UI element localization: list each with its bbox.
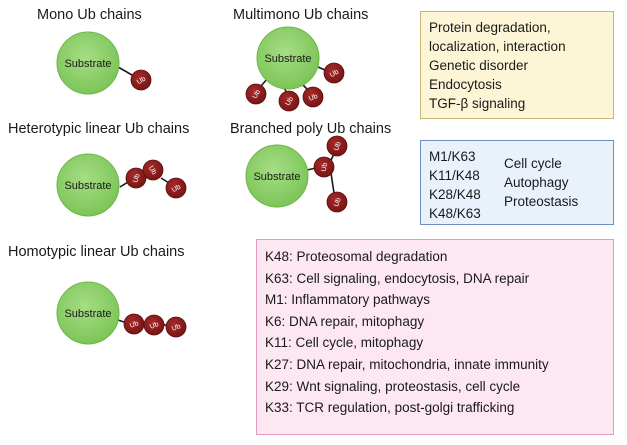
ub-ball — [143, 314, 165, 336]
function-line: TGF-β signaling — [429, 96, 526, 111]
ub-ball — [278, 90, 300, 112]
substrate-label: Substrate — [64, 58, 111, 70]
ub-ball — [165, 177, 187, 199]
ub-ball — [130, 69, 152, 91]
substrate-label: Substrate — [64, 180, 111, 192]
function-line: Protein degradation, — [429, 20, 551, 35]
ub-label: Ub — [333, 141, 343, 152]
ub-balls — [123, 62, 348, 338]
linkage-function-line: K11: Cell cycle, mitophagy — [265, 335, 424, 351]
ub-ball — [165, 316, 187, 338]
ub-ball — [245, 83, 267, 105]
ub-label: Ub — [321, 162, 329, 172]
linkage-function-line: K29: Wnt signaling, proteostasis, cell c… — [265, 378, 521, 394]
ub-ball — [313, 156, 335, 178]
substrate-homotypic — [56, 281, 120, 345]
role-item: Cell cycle — [504, 156, 562, 171]
linkage-function-line: K27: DNA repair, mitochondria, innate im… — [265, 356, 549, 372]
ub-label: Ub — [171, 184, 182, 195]
linkage-function-box: K48: Proteosomal degradation K63: Cell s… — [256, 239, 614, 435]
ub-label: Ub — [171, 323, 182, 333]
ub-ball — [302, 86, 324, 108]
substrate-mono — [56, 31, 120, 95]
linkage-function-line: K6: DNA repair, mitophagy — [265, 313, 425, 329]
title-branched-poly-ub-chains: Branched poly Ub chains — [230, 121, 392, 137]
ub-label: Ub — [308, 93, 319, 103]
title-heterotypic-linear-ub-chains: Heterotypic linear Ub chains — [8, 121, 190, 137]
linkage-function-line: K48: Proteosomal degradation — [265, 249, 448, 264]
ub-label: Ub — [136, 76, 147, 87]
ub-label: Ub — [129, 320, 140, 330]
ub-label: Ub — [329, 69, 340, 80]
mixed-linkage-box: M1/K63 K11/K48 K28/K48 K48/K63 Cell cycl… — [420, 140, 614, 225]
ub-label: Ub — [252, 89, 263, 100]
function-line: Genetic disorder — [429, 58, 529, 73]
ub-ball — [142, 159, 164, 181]
linkage-pair: K48/K63 — [429, 206, 481, 221]
title-mono-ub-chains: Mono Ub chains — [37, 7, 142, 23]
ub-label: Ub — [333, 197, 343, 208]
title-multimono-ub-chains: Multimono Ub chains — [233, 7, 369, 23]
linkage-pair: M1/K63 — [429, 149, 476, 164]
substrate-label: Substrate — [64, 308, 111, 320]
linkage-pair: K11/K48 — [429, 168, 480, 183]
linkage-function-line: K63: Cell signaling, endocytosis, DNA re… — [265, 270, 530, 286]
substrate-heterotypic — [56, 153, 120, 217]
ub-label: Ub — [285, 96, 296, 107]
substrate-label: Substrate — [253, 171, 300, 183]
ub-ball — [326, 135, 348, 157]
title-homotypic-linear-ub-chains: Homotypic linear Ub chains — [8, 244, 185, 260]
ub-label: Ub — [149, 321, 160, 331]
mixed-role-list: Cell cycle Autophagy Proteostasis — [504, 154, 578, 211]
role-item: Autophagy — [504, 175, 569, 190]
role-item: Proteostasis — [504, 194, 579, 209]
mixed-linkage-list: M1/K63 K11/K48 K28/K48 K48/K63 — [429, 147, 481, 223]
substrate-label: Substrate — [264, 53, 311, 65]
substrate-multimono — [256, 26, 320, 90]
ub-label: Ub — [147, 165, 158, 176]
substrate-circles — [56, 26, 320, 345]
function-line: localization, interaction — [429, 39, 566, 54]
linkage-pair: K28/K48 — [429, 187, 481, 202]
ub-ball — [125, 167, 147, 189]
linkage-function-line: M1: Inflammatory pathways — [265, 292, 431, 308]
ub-ball — [326, 191, 348, 213]
ub-ball — [323, 62, 345, 84]
ub-label: Ub — [132, 173, 142, 184]
general-functions-box: Protein degradation, localization, inter… — [420, 11, 614, 119]
substrate-branched — [245, 144, 309, 208]
linkage-function-line: K33: TCR regulation, post-golgi traffick… — [265, 400, 515, 416]
function-line: Endocytosis — [429, 77, 502, 92]
